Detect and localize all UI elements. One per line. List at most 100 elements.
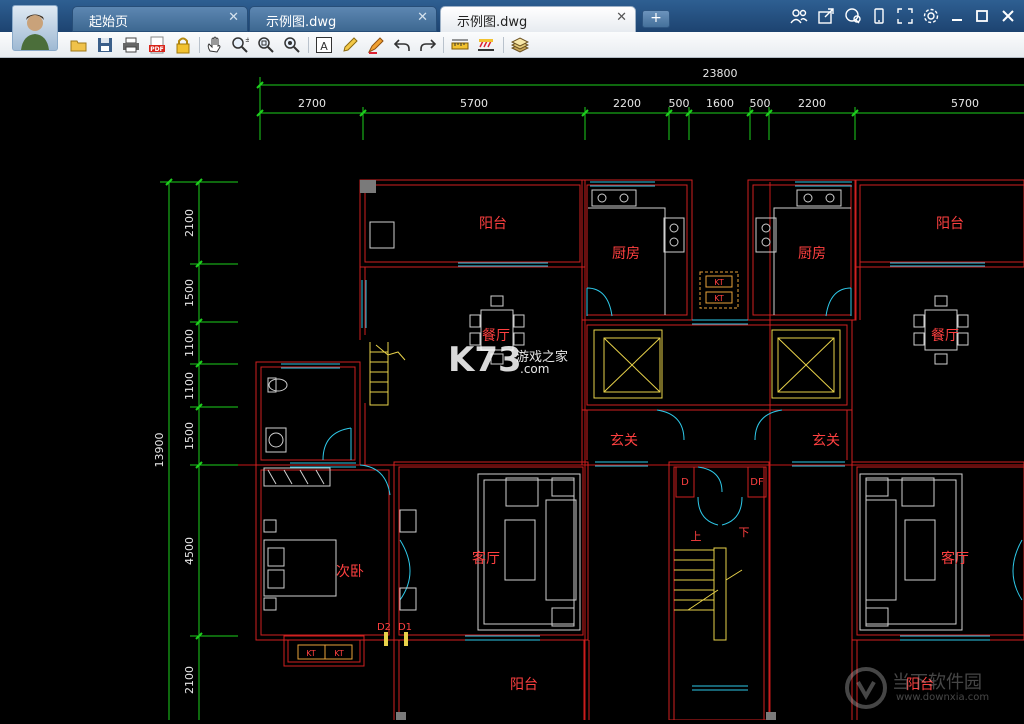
save-icon[interactable] [96, 36, 114, 54]
stair-down-label: 下 [739, 526, 750, 539]
walls [255, 179, 1024, 721]
dim-top: 500 [750, 97, 771, 110]
door-label-d2: D2 [377, 622, 391, 633]
undo-icon[interactable] [393, 36, 411, 54]
toolbar: PDF ± A [0, 32, 1024, 58]
tab-close-icon[interactable]: ✕ [228, 10, 239, 25]
toolbar-separator [503, 37, 504, 53]
zoom-in-icon[interactable]: ± [231, 36, 251, 54]
text-icon[interactable]: A [315, 36, 333, 54]
dim-top: 5700 [460, 97, 488, 110]
highlighter-icon[interactable] [367, 36, 385, 54]
dim-top: 2200 [613, 97, 641, 110]
pencil-icon[interactable] [341, 36, 359, 54]
dim-top: 2700 [298, 97, 326, 110]
dimension-ticks [165, 81, 859, 640]
elevators [369, 329, 841, 641]
dim-left: 2100 [183, 666, 196, 694]
room-living-l: 客厅 [472, 550, 500, 567]
dim-left: 1500 [183, 422, 196, 450]
maximize-icon[interactable] [971, 6, 993, 26]
room-dining-r: 餐厅 [931, 328, 959, 344]
room-balcony-bl: 阳台 [510, 677, 538, 693]
settings-icon[interactable] [920, 6, 942, 26]
text-tool-label: A [320, 40, 328, 53]
share-icon[interactable] [815, 6, 837, 26]
dimension-labels: 23800 2700 5700 2200 500 1600 500 2200 5… [153, 67, 979, 694]
minimize-icon[interactable] [946, 6, 968, 26]
tab-close-icon[interactable]: ✕ [616, 10, 627, 25]
k73-brand: K73 [448, 340, 522, 380]
measure-icon[interactable] [451, 36, 469, 54]
k73-cn: 游戏之家 [516, 350, 569, 365]
tab-start-page[interactable]: 起始页 ✕ [72, 6, 248, 32]
dim-top: 1600 [706, 97, 734, 110]
room-living-r: 客厅 [941, 550, 969, 567]
room-labels: 阳台 厨房 厨房 阳台 餐厅 餐厅 玄关 玄关 次卧 客厅 客厅 阳台 阳台 [336, 216, 969, 693]
dimension-icon[interactable] [477, 36, 495, 54]
toolbar-separator [443, 37, 444, 53]
door-label-df: DF [750, 477, 764, 488]
new-tab-button[interactable]: + [642, 10, 670, 28]
pdf-icon[interactable]: PDF [148, 36, 166, 54]
toolbar-separator [308, 37, 309, 53]
tab-label: 示例图.dwg [457, 15, 528, 30]
dim-left: 2100 [183, 209, 196, 237]
room-kitchen-r: 厨房 [798, 246, 826, 262]
lock-icon[interactable] [174, 36, 192, 54]
room-kitchen-l: 厨房 [612, 246, 640, 262]
pan-icon[interactable] [205, 36, 223, 54]
ac-label: KT [714, 278, 724, 287]
tab-drawing-1[interactable]: 示例图.dwg ✕ [249, 6, 437, 32]
equipment-labels: KT KT KT KT [306, 278, 724, 658]
k73-watermark: K73 游戏之家 .com [448, 340, 588, 390]
downxia-cn: 当下软件园 [892, 672, 982, 693]
ac-label: KT [306, 649, 316, 658]
fullscreen-icon[interactable] [894, 6, 916, 26]
door-markers [384, 632, 408, 646]
dim-left: 1500 [183, 279, 196, 307]
tab-drawing-2[interactable]: 示例图.dwg ✕ [440, 6, 636, 32]
windows-and-doors [281, 181, 1023, 691]
dim-left: 1100 [183, 372, 196, 400]
room-balcony-tr: 阳台 [936, 216, 964, 232]
downxia-watermark: 当下软件园 www.downxia.com [844, 662, 1022, 716]
room-balcony-br: 阳台 [906, 677, 934, 693]
user-avatar[interactable] [12, 5, 58, 51]
dim-top: 500 [669, 97, 690, 110]
door-labels: D2 D1 D DF 上 下 [377, 477, 764, 633]
print-icon[interactable] [122, 36, 140, 54]
layers-icon[interactable] [510, 36, 530, 54]
tab-close-icon[interactable]: ✕ [417, 10, 428, 25]
dim-top: 5700 [951, 97, 979, 110]
k73-com: .com [520, 362, 550, 376]
ac-label: KT [334, 649, 344, 658]
redo-icon[interactable] [419, 36, 437, 54]
zoom-window-icon[interactable] [257, 36, 275, 54]
svg-text:±: ± [245, 36, 249, 44]
drawing-canvas[interactable]: 23800 2700 5700 2200 500 1600 500 2200 5… [0, 58, 1024, 721]
ac-label: KT [714, 294, 724, 303]
room-entry-l: 玄关 [610, 432, 638, 449]
downxia-logo-icon [845, 667, 887, 709]
dim-left: 4500 [183, 537, 196, 565]
tab-label: 示例图.dwg [266, 15, 337, 30]
dim-left: 1100 [183, 329, 196, 357]
room-bedroom: 次卧 [336, 564, 364, 580]
users-icon[interactable] [788, 6, 810, 26]
chat-icon[interactable] [842, 6, 864, 26]
ac-units [297, 271, 739, 660]
door-label-d1: D1 [398, 622, 412, 633]
close-icon[interactable] [997, 6, 1019, 26]
tab-label: 起始页 [89, 15, 129, 30]
toolbar-separator [199, 37, 200, 53]
zoom-extents-icon[interactable] [283, 36, 301, 54]
pdf-label: PDF [150, 46, 163, 53]
room-dining-l: 餐厅 [482, 328, 510, 344]
dim-top: 2200 [798, 97, 826, 110]
open-icon[interactable] [70, 36, 88, 54]
dim-overall-height: 13900 [153, 433, 166, 468]
mobile-icon[interactable] [868, 6, 890, 26]
room-balcony-tl: 阳台 [479, 216, 507, 232]
stair-up-label: 上 [691, 530, 702, 543]
